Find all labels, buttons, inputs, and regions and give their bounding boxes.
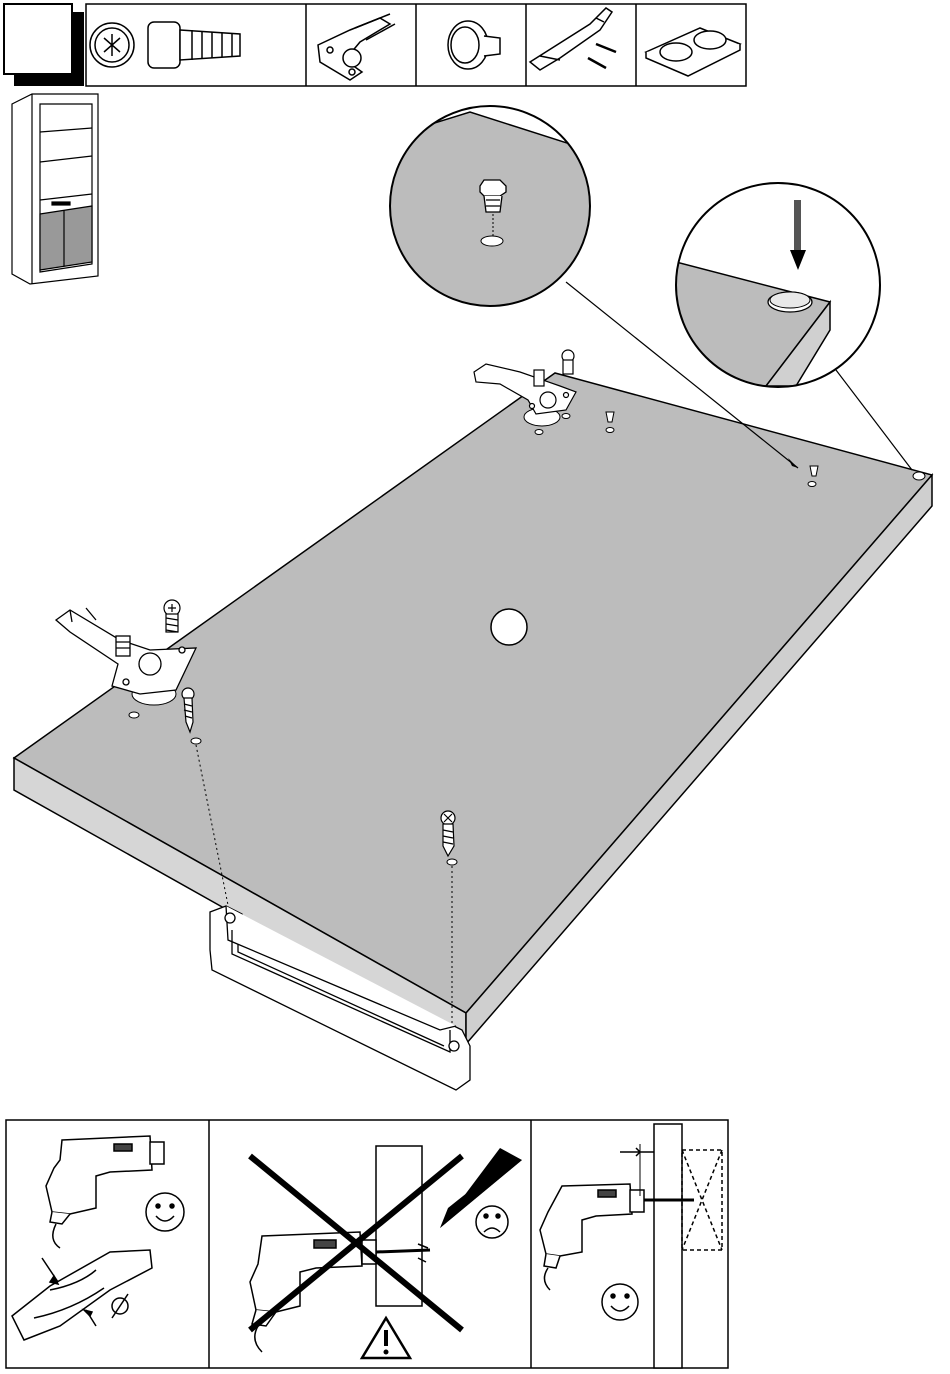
cabinet-thumbnail (12, 94, 98, 284)
parts-header (4, 4, 746, 86)
hinge-screw-right (562, 350, 574, 374)
smiley-face-icon (146, 1193, 184, 1231)
smiley-face-icon-right (602, 1284, 638, 1320)
drilling-instructions (6, 1120, 728, 1368)
hinge-screw-left (164, 600, 180, 632)
knob-hole (491, 609, 527, 645)
step-number-box (4, 4, 72, 74)
door-panel (14, 350, 932, 1090)
frowning-face-icon (476, 1206, 508, 1238)
